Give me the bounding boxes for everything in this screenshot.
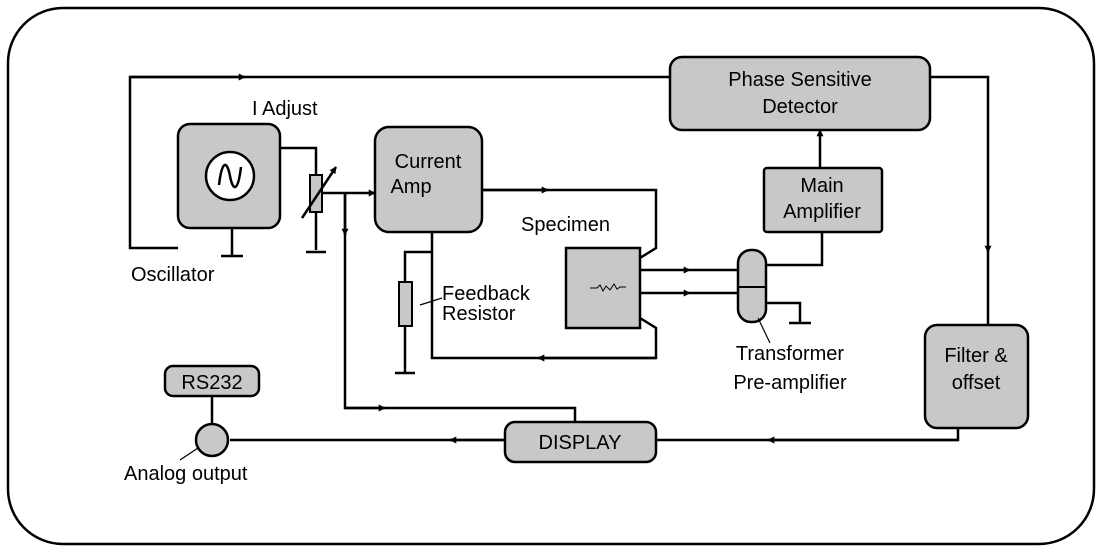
specimen-block bbox=[564, 246, 642, 330]
feedback-label-1: Feedback bbox=[442, 283, 531, 305]
display-ref-wire bbox=[343, 193, 577, 422]
variable-resistor-icon bbox=[309, 174, 323, 213]
specimen-trace-icon bbox=[590, 283, 626, 293]
analog-output-leader bbox=[179, 447, 199, 461]
current-amp-label-2: Amp bbox=[390, 176, 431, 198]
oscillator-label: Oscillator bbox=[131, 264, 215, 286]
transformer-label-2: Pre-amplifier bbox=[733, 372, 847, 394]
display-label: DISPLAY bbox=[539, 432, 622, 454]
main-amp-block bbox=[762, 166, 884, 234]
analog-output-connector bbox=[194, 422, 230, 458]
filter-block bbox=[923, 323, 1030, 430]
sine-wave-icon bbox=[217, 163, 243, 189]
psd-label-1: Phase Sensitive bbox=[728, 69, 871, 91]
specimen-label: Specimen bbox=[521, 214, 610, 236]
rs232-label: RS232 bbox=[181, 372, 242, 394]
fixed-resistor-icon bbox=[398, 281, 413, 327]
psd-output-wire bbox=[930, 75, 992, 253]
outer-frame bbox=[6, 6, 1096, 546]
filter-label-2: offset bbox=[952, 372, 1001, 394]
main-amp-label-2: Amplifier bbox=[783, 201, 861, 223]
main-amp-label-1: Main bbox=[800, 175, 843, 197]
filter-label-1: Filter & bbox=[944, 345, 1008, 367]
i-adjust-label: I Adjust bbox=[252, 98, 318, 120]
amp-to-specimen-wire bbox=[482, 188, 658, 260]
variable-resistor-arrow bbox=[300, 166, 338, 219]
transformer-label-1: Transformer bbox=[736, 343, 845, 365]
current-amp-block bbox=[373, 125, 484, 234]
rs232-block bbox=[163, 364, 261, 398]
analog-output-label: Analog output bbox=[124, 463, 248, 485]
feedback-wire bbox=[403, 250, 432, 282]
psd-label-2: Detector bbox=[762, 96, 838, 118]
feedback-leader bbox=[419, 297, 443, 306]
current-amp-label-1: Current bbox=[395, 151, 462, 173]
filter-to-display-wire bbox=[656, 428, 960, 442]
transformer-leader bbox=[757, 317, 771, 344]
display-block bbox=[503, 420, 658, 464]
osc-output-wire bbox=[280, 146, 318, 175]
transformer-to-main-amp bbox=[766, 232, 824, 267]
transformer-ground-wire bbox=[766, 301, 802, 322]
psd-block bbox=[668, 55, 932, 132]
feedback-label-2: Resistor bbox=[442, 303, 516, 325]
reference-wire bbox=[128, 75, 670, 250]
